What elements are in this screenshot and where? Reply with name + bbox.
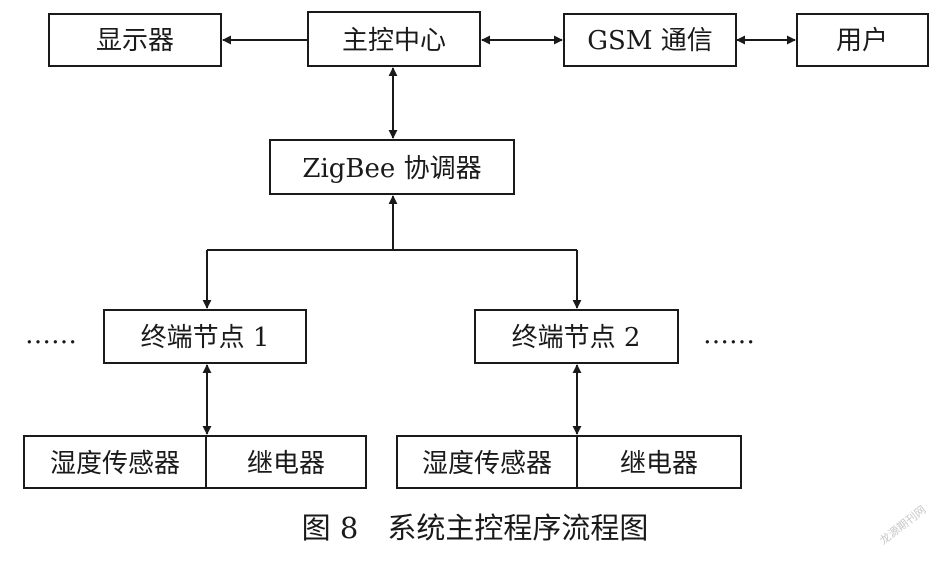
control-center-node: 主控中心 [307, 11, 481, 67]
display-label: 显示器 [96, 26, 174, 56]
device-pair-2: 湿度传感器 继电器 [396, 435, 742, 489]
coordinator-label: ZigBee 协调器 [302, 154, 481, 184]
display-node: 显示器 [48, 13, 222, 67]
ellipsis-right: …… [703, 320, 755, 350]
user-label: 用户 [836, 26, 888, 56]
user-node: 用户 [796, 13, 929, 67]
gsm-label: GSM 通信 [587, 26, 712, 56]
watermark: 龙源期刊网 [877, 502, 929, 547]
humidity-sensor-2-label: 湿度传感器 [422, 449, 552, 479]
control-center-label: 主控中心 [342, 26, 446, 56]
end-node-1: 终端节点 1 [103, 309, 307, 364]
coordinator-node: ZigBee 协调器 [269, 139, 515, 195]
relay-1-label: 继电器 [247, 449, 325, 479]
device-pair-1: 湿度传感器 继电器 [23, 435, 367, 489]
end-node-2: 终端节点 2 [474, 309, 679, 364]
humidity-sensor-1-label: 湿度传感器 [50, 449, 180, 479]
figure-caption: 图 8 系统主控程序流程图 [302, 511, 649, 545]
ellipsis-left: …… [25, 320, 77, 350]
end-node-1-label: 终端节点 1 [141, 323, 270, 353]
relay-2-label: 继电器 [620, 449, 698, 479]
end-node-2-label: 终端节点 2 [512, 323, 641, 353]
gsm-node: GSM 通信 [563, 13, 737, 67]
